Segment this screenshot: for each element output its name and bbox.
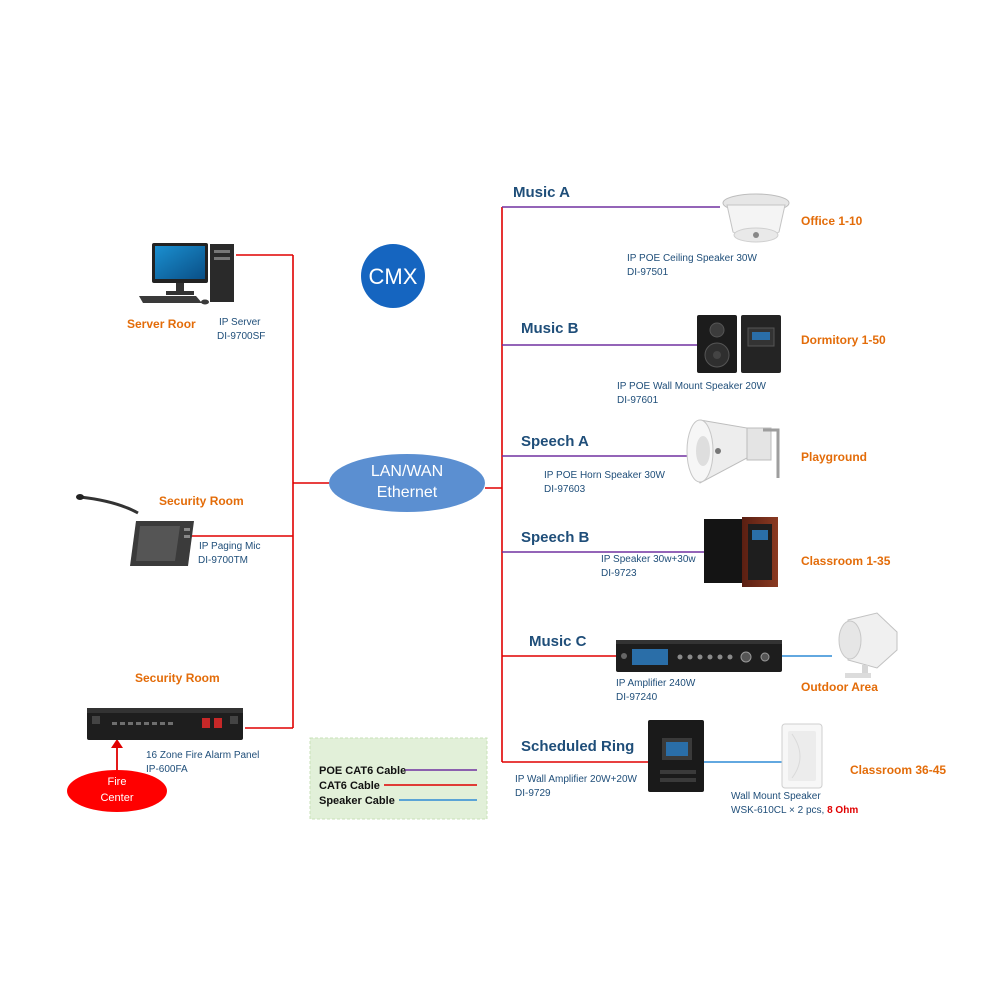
legend-label-poe: POE CAT6 Cable <box>319 765 406 777</box>
bookshelf-speakers-icon <box>704 517 778 587</box>
zone-location: Classroom 1-35 <box>801 554 891 568</box>
zone-location: Office 1-10 <box>801 214 863 228</box>
cmx-logo: CMX <box>361 244 425 308</box>
outdoor-horn-icon <box>838 612 898 678</box>
zone-model: DI-97240 <box>616 692 658 703</box>
mic-name: IP Paging Mic <box>199 541 261 552</box>
zone-scheduled-ring: Scheduled Ring Classroom 36-45 IP Wall A… <box>515 720 946 816</box>
fire-panel-name: 16 Zone Fire Alarm Panel <box>146 750 259 761</box>
zone-music-c: Music C Outdoor Area IP Amplifier 240W D… <box>529 612 898 703</box>
fire-center-arrowhead <box>111 739 123 748</box>
ip-paging-mic: Security Room IP Paging Mic DI-9700TM <box>76 494 261 566</box>
zone-model: DI-9729 <box>515 788 551 799</box>
paging-microphone-icon <box>76 494 194 566</box>
wall-speaker-qty: × 2 pcs, <box>789 805 824 816</box>
cat6-cables <box>111 207 648 770</box>
zone-model: DI-9723 <box>601 568 637 579</box>
server-name: IP Server <box>219 317 261 328</box>
zone-location: Outdoor Area <box>801 680 878 694</box>
fire-panel-model: IP-600FA <box>146 764 188 775</box>
mic-location: Security Room <box>159 494 244 508</box>
zone-location: Dormitory 1-50 <box>801 333 886 347</box>
zone-location: Classroom 36-45 <box>850 763 946 777</box>
zone-label: Scheduled Ring <box>521 738 634 755</box>
cable-legend: POE CAT6 Cable CAT6 Cable Speaker Cable <box>309 737 488 820</box>
fire-center: Fire Center <box>67 770 167 812</box>
lan-wan-cloud <box>329 454 485 512</box>
ceiling-speaker-icon <box>722 193 790 243</box>
poe-cables <box>502 206 720 553</box>
fire-panel-location: Security Room <box>135 671 220 685</box>
ip-server: Server Roor IP Server DI-9700SF <box>127 243 265 342</box>
zone-label: Music A <box>513 184 570 201</box>
fire-alarm-panel: Security Room 16 Zone Fire Alarm Panel I… <box>87 671 259 775</box>
wall-mount-speaker-icon <box>781 723 823 789</box>
zone-product: IP POE Ceiling Speaker 30W <box>627 253 757 264</box>
zone-music-b: Music B Dormitory 1-50 IP POE Wall Mount… <box>521 315 886 406</box>
mic-model: DI-9700TM <box>198 555 248 566</box>
wall-speaker-pair-icon <box>697 315 781 373</box>
rack-amplifier-icon <box>616 640 782 672</box>
zone-location: Playground <box>801 450 867 464</box>
wall-speaker-model-line: WSK-610CL × 2 pcs, 8 Ohm <box>731 805 858 816</box>
wall-speaker-name: Wall Mount Speaker <box>731 791 821 802</box>
rack-panel-icon <box>87 708 243 740</box>
zone-music-a: Music A Office 1-10 IP POE Ceiling Speak… <box>513 184 863 278</box>
fire-center-line1: Fire <box>108 776 127 788</box>
legend-label-speaker: Speaker Cable <box>319 795 395 807</box>
server-location: Server Roor <box>127 317 196 331</box>
zone-label: Music B <box>521 320 579 337</box>
zone-model: DI-97603 <box>544 484 586 495</box>
logo-text: CMX <box>369 264 418 289</box>
server-model: DI-9700SF <box>217 331 265 342</box>
hub: LAN/WAN Ethernet <box>329 454 485 512</box>
horn-speaker-icon <box>686 419 780 484</box>
zone-product: IP Speaker 30w+30w <box>601 554 696 565</box>
legend-label-cat6: CAT6 Cable <box>319 780 380 792</box>
zone-label: Speech A <box>521 433 589 450</box>
zone-label: Music C <box>529 633 587 650</box>
zone-speech-b: Speech B Classroom 1-35 IP Speaker 30w+3… <box>521 517 891 587</box>
zone-speech-a: Speech A Playground IP POE Horn Speaker … <box>521 419 867 495</box>
zone-label: Speech B <box>521 529 590 546</box>
zone-model: DI-97601 <box>617 395 659 406</box>
zone-product: IP POE Wall Mount Speaker 20W <box>617 381 767 392</box>
fire-center-line2: Center <box>100 792 133 804</box>
zone-product: IP Amplifier 240W <box>616 678 696 689</box>
desktop-computer-icon <box>139 243 234 305</box>
wall-amplifier-icon <box>648 720 704 792</box>
speaker-cables <box>704 655 832 763</box>
zone-product: IP POE Horn Speaker 30W <box>544 470 666 481</box>
wall-speaker-model: WSK-610CL <box>731 805 787 816</box>
hub-line2: Ethernet <box>377 484 438 501</box>
wall-speaker-ohm: 8 Ohm <box>827 805 858 816</box>
zone-model: DI-97501 <box>627 267 669 278</box>
hub-line1: LAN/WAN <box>371 463 443 480</box>
zone-product: IP Wall Amplifier 20W+20W <box>515 774 638 785</box>
